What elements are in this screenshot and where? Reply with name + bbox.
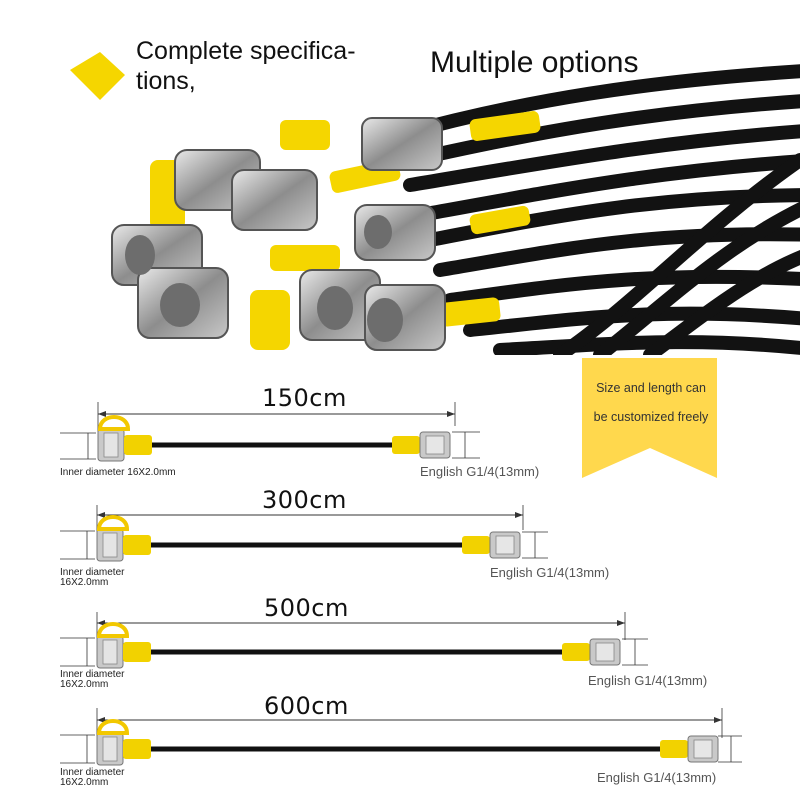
- hose-row-4: [60, 708, 742, 767]
- callout-line-2: be customized freely: [593, 410, 709, 424]
- length-label-3: 500cm: [264, 594, 349, 622]
- thread-label-1: English G1/4(13mm): [420, 464, 540, 479]
- hose-row-1: [60, 402, 480, 463]
- inner-diameter-label-1: Inner diameter 16X2.0mm: [60, 467, 176, 478]
- length-label-2: 300cm: [262, 486, 347, 514]
- hose-bundle-illustration: [70, 52, 800, 355]
- hero-title-left: Complete specifica- tions,: [136, 37, 356, 95]
- product-photo: Complete specifica- tions, Multiple opti…: [0, 0, 800, 355]
- callout-line-1: Size and length can: [596, 381, 706, 395]
- length-label-1: 150cm: [262, 384, 347, 412]
- inner-diameter-label-3: Inner diameter 16X2.0mm: [60, 669, 125, 690]
- thread-label-4: English G1/4(13mm): [597, 770, 717, 785]
- thread-label-2: English G1/4(13mm): [490, 565, 610, 580]
- length-label-4: 600cm: [264, 692, 349, 720]
- thread-label-3: English G1/4(13mm): [588, 673, 708, 688]
- inner-diameter-label-2: Inner diameter 16X2.0mm: [60, 567, 125, 588]
- hose-row-2: [60, 505, 548, 563]
- inner-diameter-label-4: Inner diameter 16X2.0mm: [60, 767, 125, 788]
- hero-title-right: Multiple options: [430, 46, 639, 79]
- hose-row-3: [60, 612, 648, 670]
